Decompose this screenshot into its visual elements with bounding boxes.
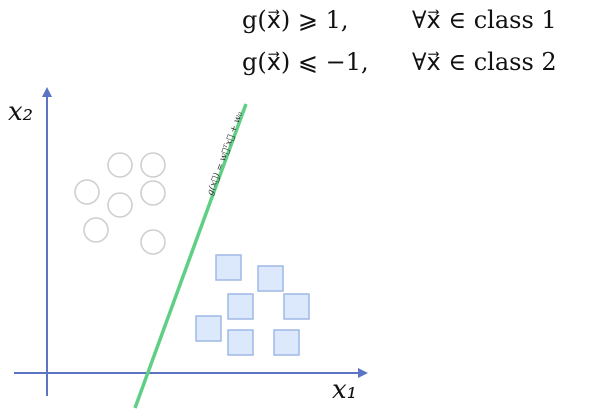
class-2-point bbox=[227, 329, 254, 356]
x-axis-label: x₁ bbox=[332, 375, 357, 405]
condition-1-quantifier: ∀x⃗ ∈ class 1 bbox=[412, 6, 557, 34]
class-1-circles bbox=[74, 152, 166, 255]
class-2-point bbox=[215, 254, 242, 281]
class-1-point bbox=[140, 180, 166, 206]
class-2-point bbox=[257, 265, 284, 292]
class-2-squares bbox=[195, 254, 310, 356]
decision-boundary-line bbox=[133, 103, 248, 409]
class-1-point bbox=[107, 152, 133, 178]
class-2-point bbox=[273, 329, 300, 356]
y-axis-label: x₂ bbox=[8, 97, 33, 127]
class-1-point bbox=[74, 179, 100, 205]
decision-boundary-label: g(x⃗) = w⃗ᵀx⃗ + w₀ bbox=[204, 110, 245, 197]
class-2-point bbox=[283, 293, 310, 320]
class-2-point bbox=[195, 315, 222, 342]
class-1-point bbox=[140, 152, 166, 178]
condition-2-lhs: g(x⃗) ⩽ −1, bbox=[242, 48, 369, 76]
class-1-point bbox=[140, 229, 166, 255]
condition-1-lhs: g(x⃗) ⩾ 1, bbox=[242, 6, 349, 34]
condition-2-quantifier: ∀x⃗ ∈ class 2 bbox=[412, 48, 557, 76]
class-1-point bbox=[83, 217, 109, 243]
class-2-point bbox=[227, 293, 254, 320]
class-1-point bbox=[107, 192, 133, 218]
